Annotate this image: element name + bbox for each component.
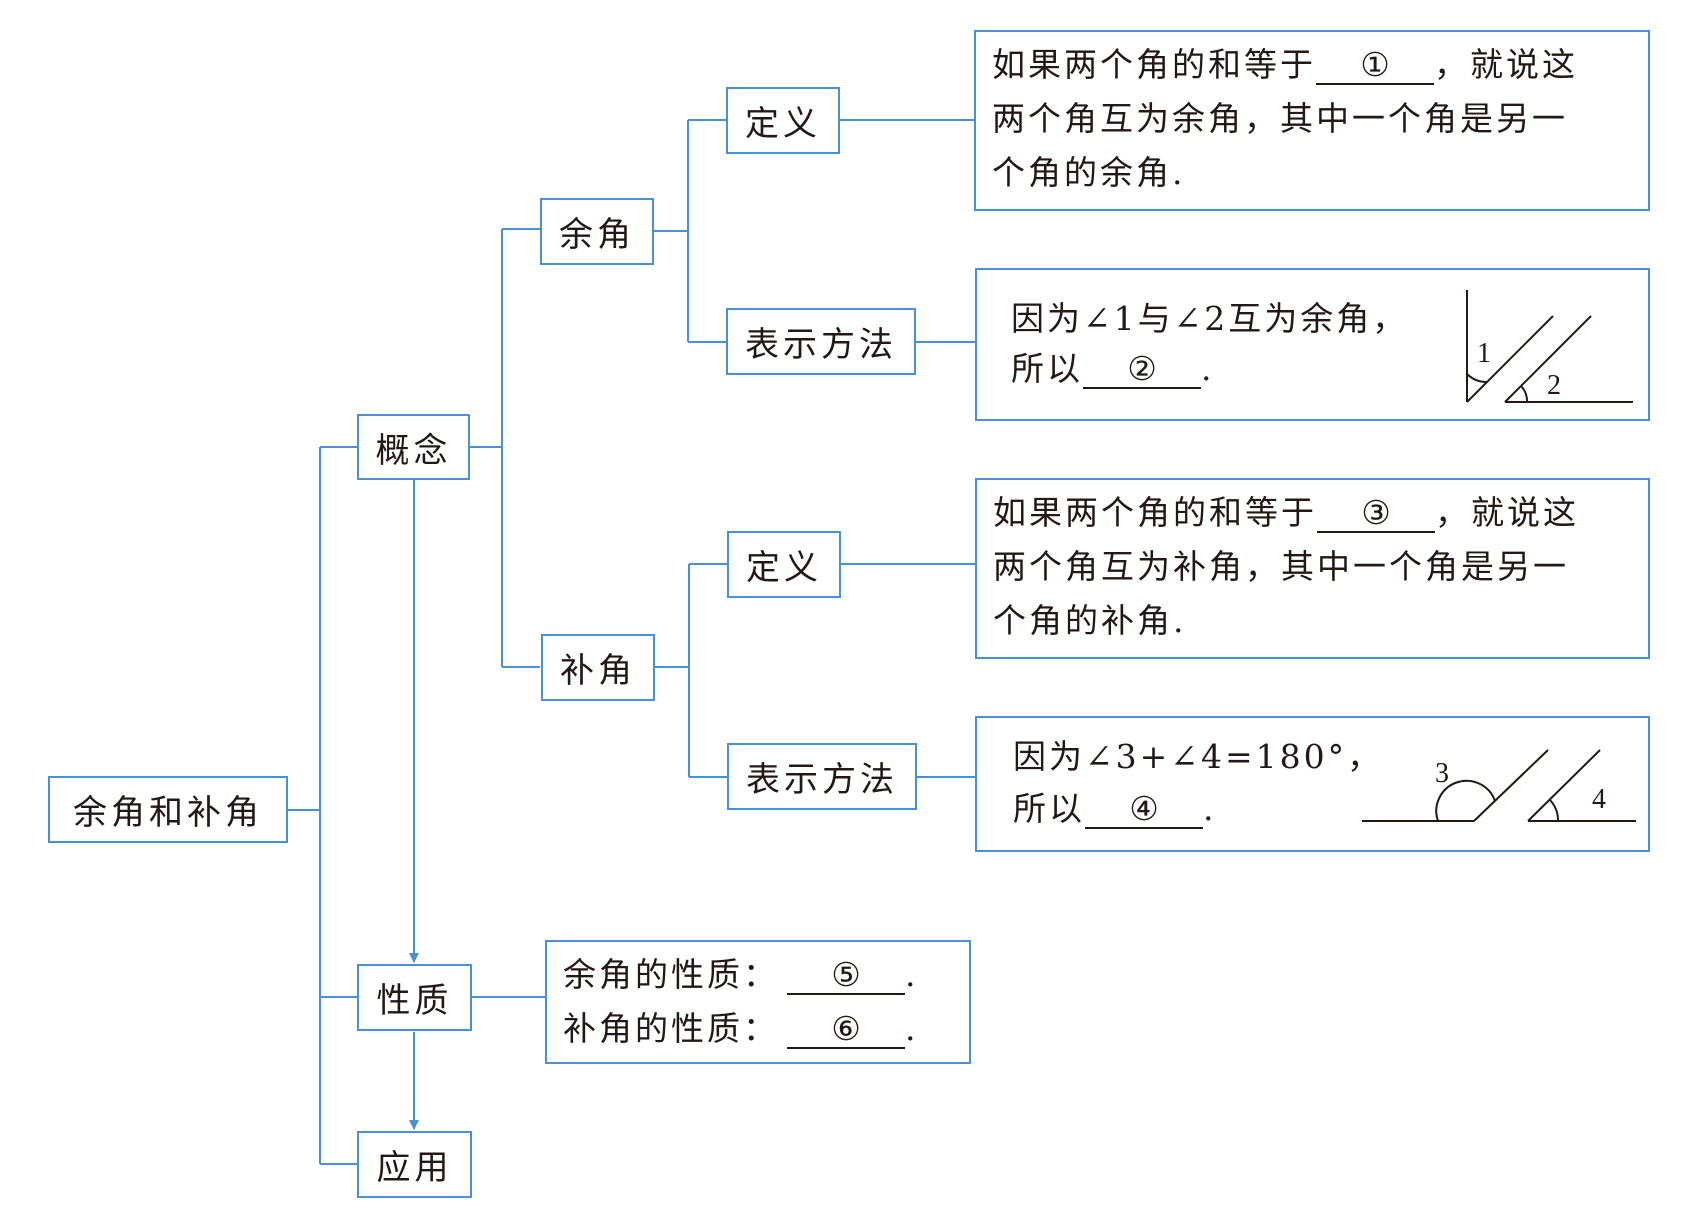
- node-application: 应用: [357, 1131, 472, 1198]
- comp-notation-line2-pre: 所以: [1011, 349, 1083, 388]
- comp-def-line3: 个角的余角.: [992, 153, 1186, 192]
- supp-def-blank: ③: [1317, 496, 1435, 533]
- supp-def-line2: 两个角互为补角，其中一个角是另一: [993, 547, 1569, 586]
- node-supplementary: 补角: [541, 634, 655, 701]
- supp-def-line1-post: ，就说这: [1435, 493, 1579, 532]
- node-comp-definition: 定义: [726, 87, 840, 154]
- supp-notation-blank: ④: [1085, 792, 1203, 829]
- supp-property-blank: ⑥: [787, 1012, 905, 1049]
- node-root: 余角和补角: [48, 776, 288, 843]
- angle-label-2: 2: [1547, 370, 1564, 401]
- supp-notation-line2-post: .: [1203, 789, 1217, 828]
- node-concept: 概念: [357, 414, 470, 480]
- connector-complementary: [654, 119, 726, 343]
- properties-box: 余角的性质：⑤. 补角的性质：⑥.: [545, 940, 971, 1064]
- angle-label-4: 4: [1592, 784, 1609, 815]
- connector-leaves: [472, 119, 975, 998]
- comp-notation-blank: ②: [1083, 352, 1201, 389]
- node-supp-notation: 表示方法: [727, 743, 917, 810]
- comp-property-post: .: [905, 955, 919, 994]
- supp-def-line1-pre: 如果两个角的和等于: [993, 493, 1317, 532]
- angle-label-1: 1: [1477, 338, 1494, 369]
- connector-root: [288, 446, 357, 1165]
- supplementary-angles-figure: 3 4: [1362, 749, 1636, 822]
- comp-notation-line2-post: .: [1201, 349, 1215, 388]
- supp-property-label: 补角的性质：: [563, 1009, 779, 1048]
- supp-notation-line1: 因为∠3+∠4=180°，: [1013, 737, 1384, 776]
- comp-property-label: 余角的性质：: [563, 955, 779, 994]
- supp-notation-line2-pre: 所以: [1013, 789, 1085, 828]
- comp-property-blank: ⑤: [787, 958, 905, 995]
- node-supp-definition: 定义: [727, 531, 841, 598]
- node-comp-notation: 表示方法: [726, 308, 916, 375]
- comp-def-blank: ①: [1316, 48, 1434, 85]
- comp-def-line2: 两个角互为余角，其中一个角是另一: [992, 99, 1568, 138]
- supp-def-line3: 个角的补角.: [993, 601, 1187, 640]
- comp-notation-line1: 因为∠1与∠2互为余角，: [1011, 299, 1409, 338]
- node-properties: 性质: [357, 964, 472, 1031]
- angle-label-3: 3: [1435, 758, 1452, 789]
- comp-def-line1-post: ，就说这: [1434, 45, 1578, 84]
- supp-property-post: .: [905, 1009, 919, 1048]
- comp-def-line1-pre: 如果两个角的和等于: [992, 45, 1316, 84]
- connector-supplementary: [655, 563, 727, 778]
- connector-concept: [470, 228, 540, 668]
- complementary-angles-figure: 1 2: [1466, 290, 1633, 403]
- node-complementary: 余角: [540, 198, 654, 265]
